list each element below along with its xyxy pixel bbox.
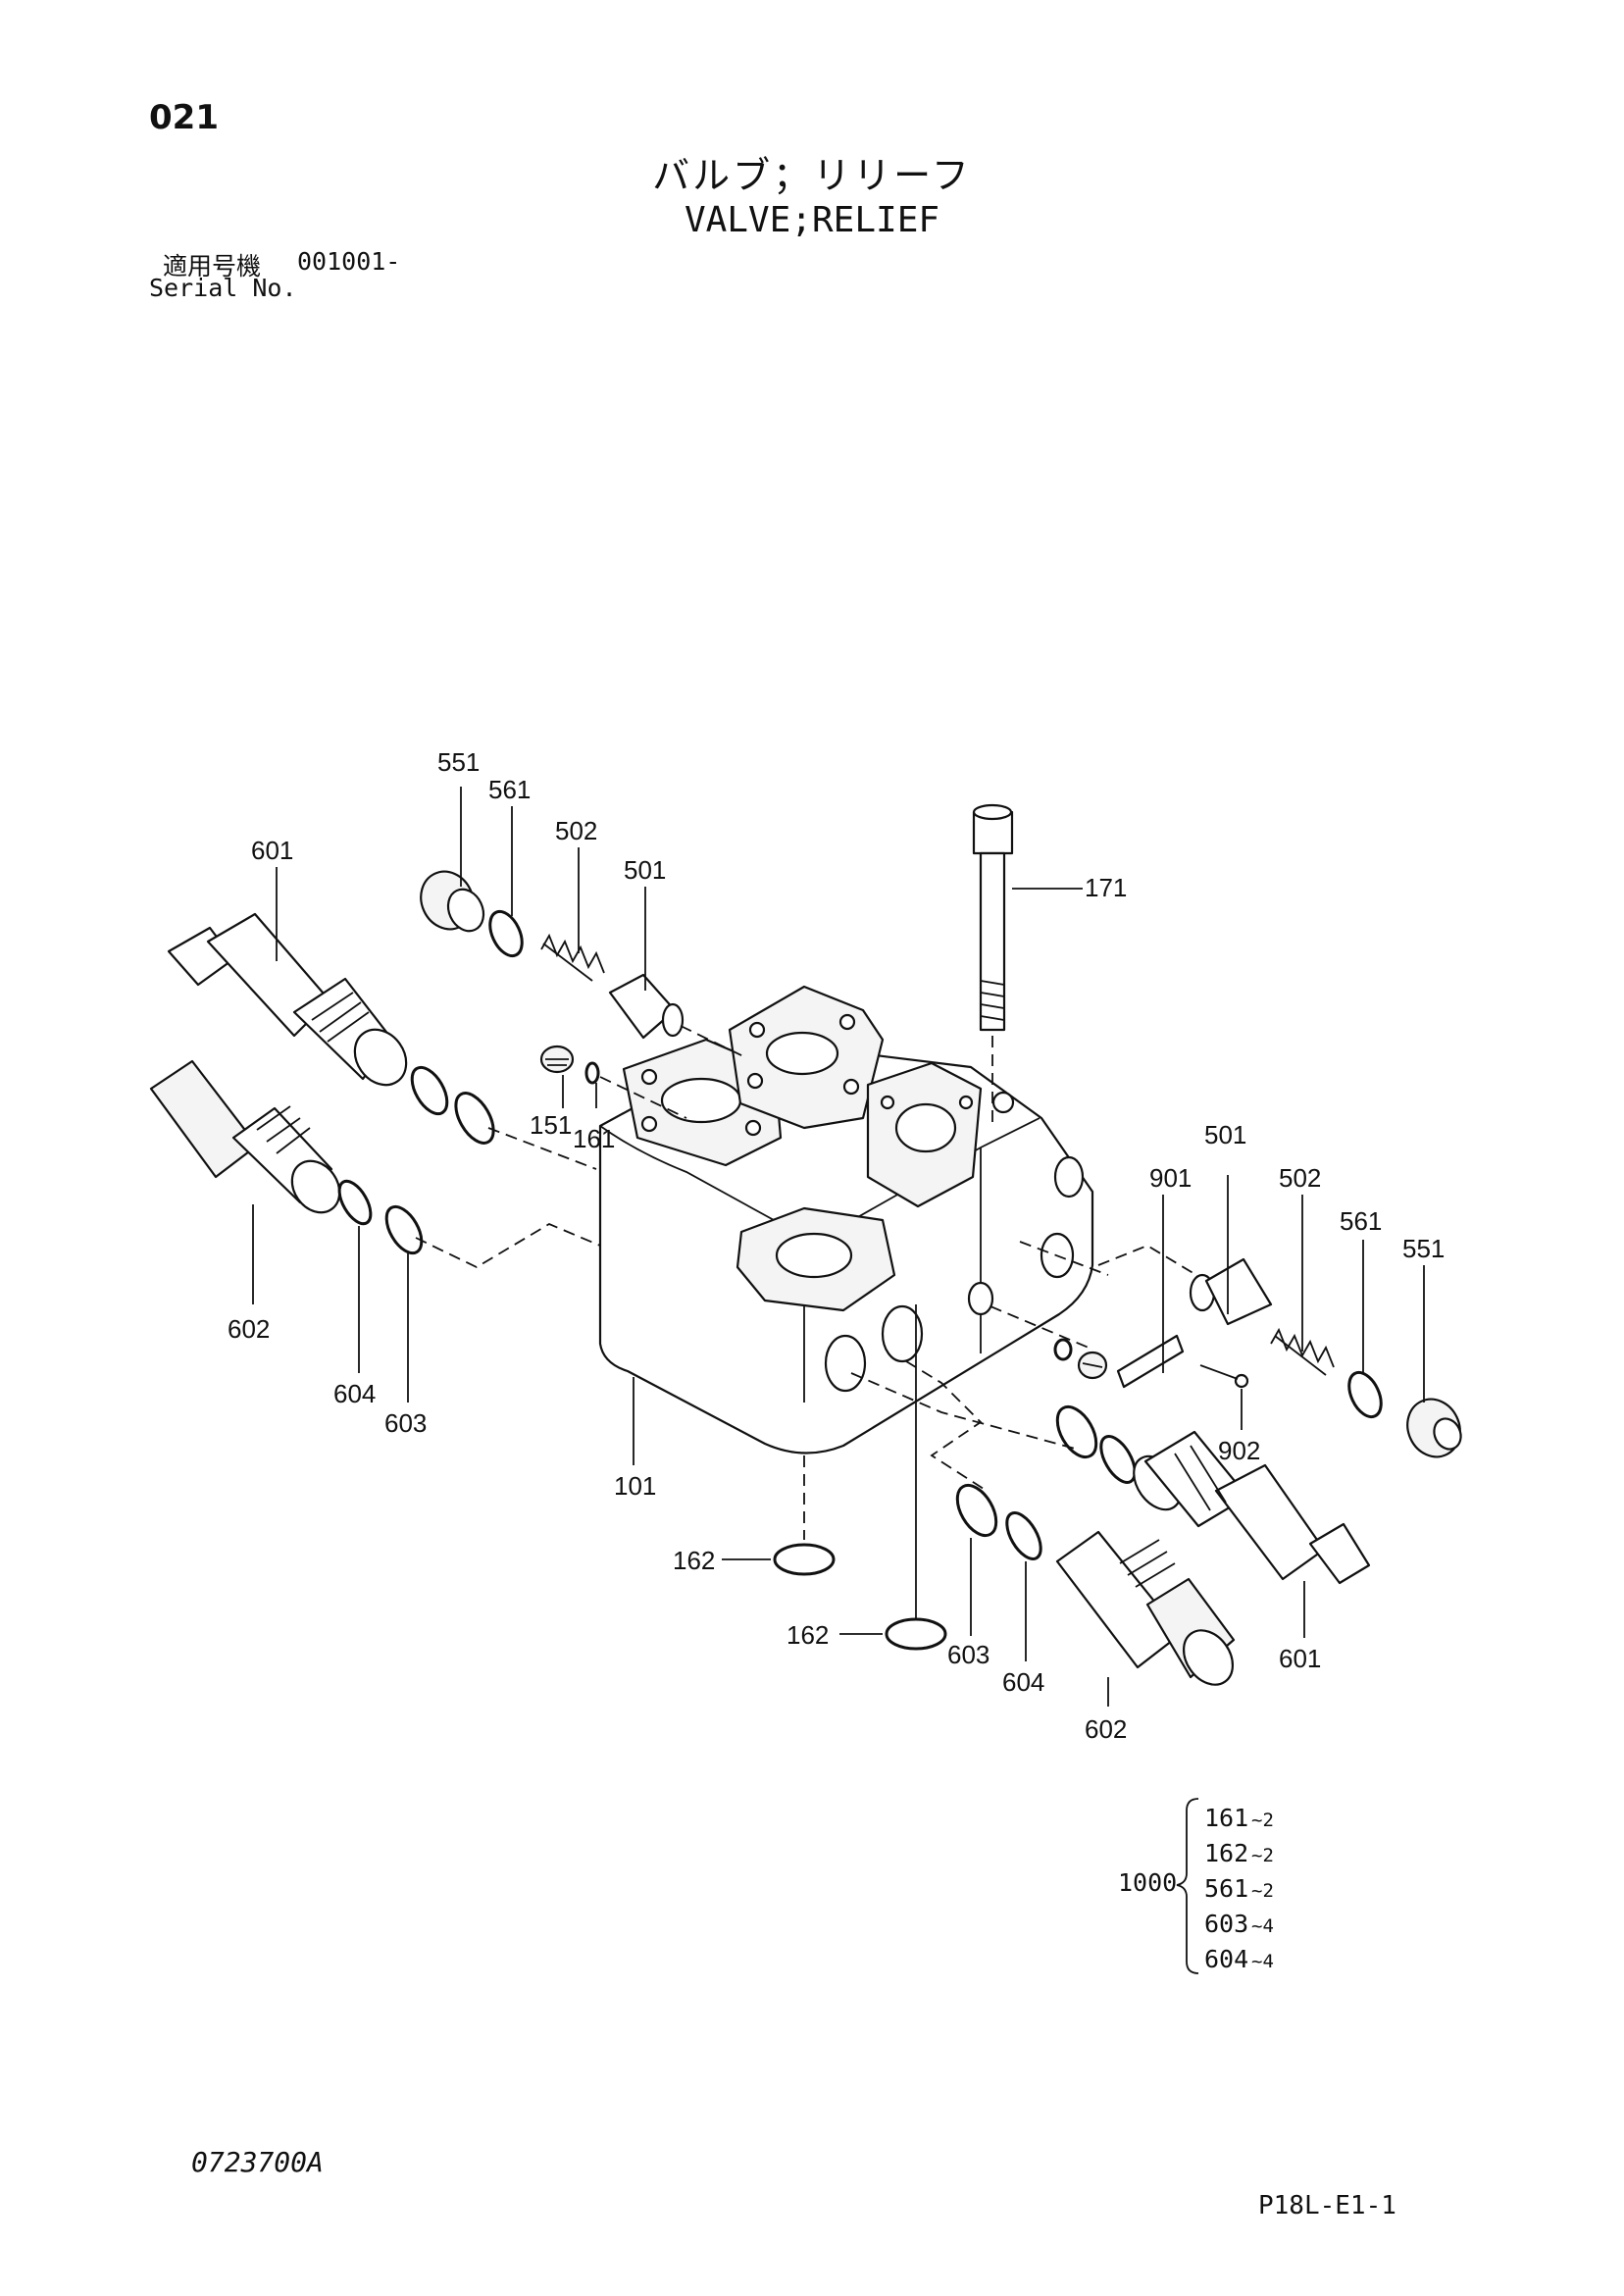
relief-cartridge-601-right: [1133, 1430, 1371, 1585]
serial-value: 001001-: [297, 247, 401, 276]
callout-551-top: 551: [437, 747, 480, 777]
pin-902: [1199, 1364, 1249, 1389]
drawing-number: 0723700A: [191, 2146, 324, 2178]
title-japanese: バルブ；リリーフ: [652, 154, 972, 197]
oring-162-upper: [773, 1543, 836, 1576]
oring-603-right: [1055, 1404, 1098, 1459]
plug-151: [539, 1045, 575, 1074]
serial-label-english: Serial No.: [149, 274, 297, 302]
kit-list-1000: 1000 161 ~2 162 ~2 561 ~2 603 ~4 604 ~4: [1118, 1798, 1274, 1974]
kit-item-qty: ~4: [1251, 1915, 1274, 1937]
page-number: 021: [149, 98, 219, 137]
callout-561-right: 561: [1340, 1206, 1382, 1236]
poppet-501-top: [608, 973, 746, 1058]
callout-901: 901: [1149, 1163, 1192, 1193]
callout-902: 902: [1218, 1436, 1260, 1465]
callout-601-right: 601: [1279, 1644, 1321, 1673]
kit-item-part: 603: [1204, 1910, 1248, 1938]
callout-604-bottom: 604: [1002, 1667, 1044, 1697]
callout-561-top: 561: [488, 775, 531, 804]
oring-603-bottom: [955, 1483, 998, 1538]
callout-101: 101: [614, 1471, 656, 1501]
poppet-501-right: [1189, 1257, 1273, 1326]
plug-small-right: [1077, 1351, 1108, 1380]
callout-502-right: 502: [1279, 1163, 1321, 1193]
oring-561-top: [488, 909, 524, 958]
kit-item-qty: ~4: [1251, 1951, 1274, 1972]
callout-551-right: 551: [1402, 1234, 1445, 1263]
oring-162-lower: [885, 1617, 947, 1651]
oring-small-right: [1053, 1338, 1073, 1361]
kit-item-qty: ~2: [1251, 1845, 1274, 1866]
page-code: P18L-E1-1: [1258, 2191, 1396, 2220]
title-english: VALVE;RELIEF: [684, 200, 940, 240]
shim-901: [1116, 1334, 1185, 1389]
relief-cartridge-601-left: [167, 912, 408, 1087]
callout-501-top: 501: [624, 855, 666, 885]
callout-603-bottom: 603: [947, 1640, 990, 1669]
oring-603-left: [384, 1204, 424, 1255]
valve-body-101: [598, 985, 1094, 1454]
plug-551-top: [420, 870, 485, 933]
spring-502-right: [1270, 1327, 1335, 1376]
backup-ring-604-right: [1099, 1435, 1137, 1484]
callout-171: 171: [1085, 873, 1127, 902]
kit-item-qty: ~2: [1251, 1880, 1274, 1902]
callout-162-upper: 162: [673, 1546, 715, 1575]
kit-item-qty: ~2: [1251, 1810, 1274, 1831]
oring-161: [584, 1061, 600, 1085]
oring-603-upper: [454, 1092, 495, 1145]
callout-162-lower: 162: [787, 1620, 829, 1650]
kit-item-part: 604: [1204, 1945, 1248, 1973]
kit-item-part: 161: [1204, 1804, 1248, 1832]
kit-number: 1000: [1118, 1868, 1177, 1897]
kit-item-part: 162: [1204, 1839, 1248, 1867]
spring-502-top: [540, 933, 605, 982]
callout-161: 161: [573, 1124, 615, 1153]
plug-551-right: [1406, 1398, 1462, 1458]
kit-item-part: 561: [1204, 1874, 1248, 1903]
callout-501-right: 501: [1204, 1120, 1246, 1149]
serial-label-japanese: 適用号機: [163, 252, 262, 281]
callout-602-bottom: 602: [1085, 1714, 1127, 1744]
callout-602-left: 602: [228, 1314, 270, 1344]
callout-603-left: 603: [384, 1408, 427, 1438]
relief-cartridge-602-bottom: [1055, 1530, 1236, 1686]
bolt-171: [972, 803, 1083, 1128]
backup-ring-604-bottom: [1005, 1511, 1042, 1560]
backup-ring-604-upper: [410, 1065, 449, 1116]
backup-ring-604-left: [337, 1179, 373, 1226]
callout-601-left: 601: [251, 836, 293, 865]
callout-502-top: 502: [555, 816, 597, 845]
callout-151: 151: [530, 1110, 572, 1140]
relief-cartridge-602-left: [149, 1059, 341, 1214]
oring-561-right: [1347, 1370, 1383, 1419]
callout-604-left: 604: [333, 1379, 376, 1408]
